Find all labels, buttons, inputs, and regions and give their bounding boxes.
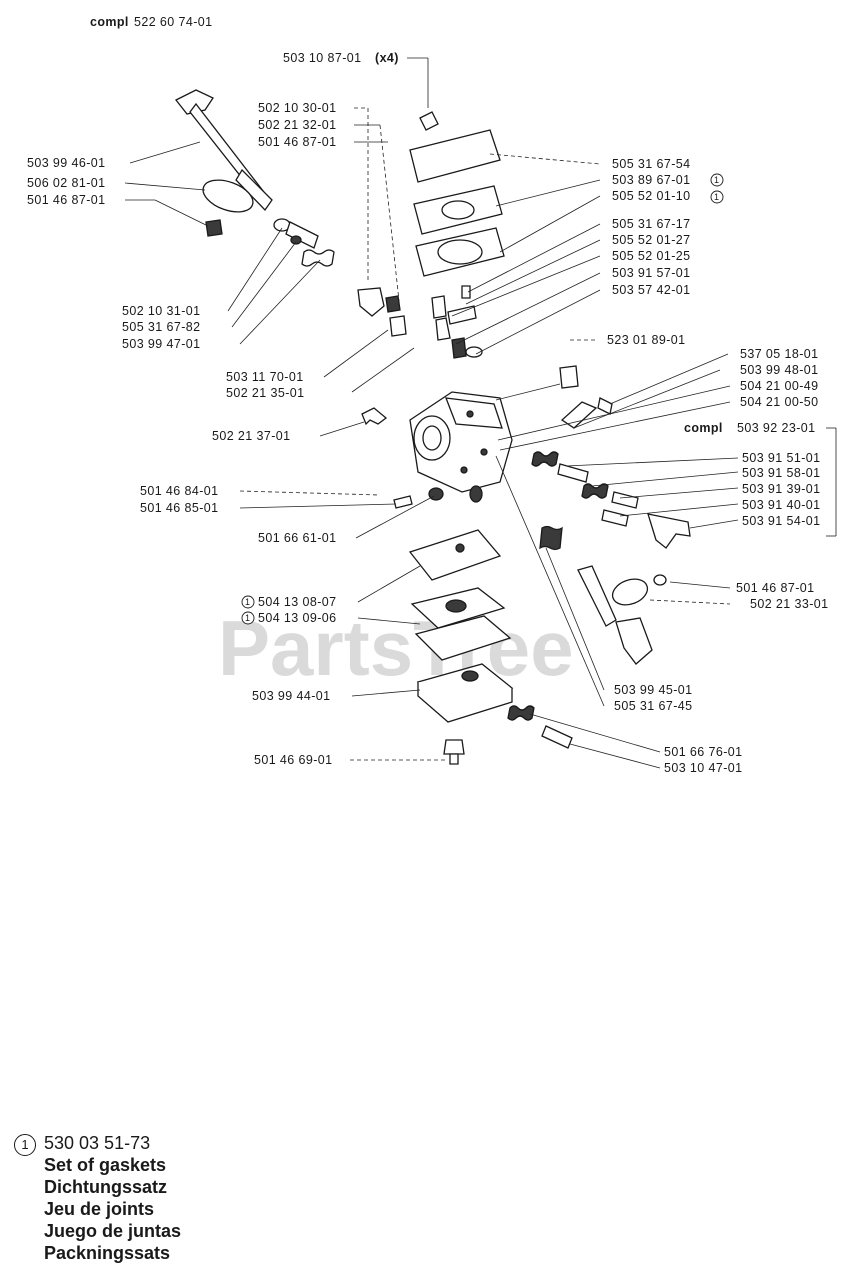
callout-503-57-42-01: 503 57 42-01 — [612, 283, 690, 297]
legend-line-en: Set of gaskets — [44, 1155, 167, 1175]
callout-501-46-87-01-a: 501 46 87-01 — [258, 135, 336, 149]
legend-part-number: 530 03 51-73 — [44, 1133, 151, 1153]
small-screw-left — [205, 219, 223, 237]
callout-qty-x4: (x4) — [375, 51, 399, 65]
pump-cover-stack — [409, 111, 505, 277]
leader-lines — [124, 57, 837, 769]
callout-compl-label: compl — [684, 421, 723, 435]
callout-503-92-23-01: 503 92 23-01 — [737, 421, 815, 435]
callout-503-89-67-01: 503 89 67-01 — [612, 173, 690, 187]
callout-503-99-44-01: 503 99 44-01 — [252, 689, 330, 703]
callout-503-10-87-01: 503 10 87-01 — [283, 51, 361, 65]
adjustment-screws — [531, 451, 691, 549]
gasket-set-mark-3: 1 — [241, 595, 255, 609]
callout-503-91-39-01: 503 91 39-01 — [742, 482, 820, 496]
callout-505-52-01-27: 505 52 01-27 — [612, 233, 690, 247]
callout-502-10-30-01: 502 10 30-01 — [258, 101, 336, 115]
legend-line-es: Juego de juntas — [44, 1221, 182, 1241]
assembly-compl-label: compl — [90, 15, 129, 29]
callout-503-99-45-01: 503 99 45-01 — [614, 683, 692, 697]
callout-505-31-67-45: 505 31 67-45 — [614, 699, 692, 713]
choke-shaft-and-valve — [539, 525, 667, 665]
callout-505-31-67-17: 505 31 67-17 — [612, 217, 690, 231]
callout-502-21-33-01: 502 21 33-01 — [750, 597, 828, 611]
callout-504-21-00-50: 504 21 00-50 — [740, 395, 818, 409]
fuel-nipple — [559, 365, 579, 389]
callout-503-91-58-01: 503 91 58-01 — [742, 466, 820, 480]
bearing-and-spring-left — [273, 218, 335, 267]
elbow-pin — [361, 407, 388, 426]
legend-line-fr: Jeu de joints — [44, 1199, 155, 1219]
callout-501-46-85-01: 501 46 85-01 — [140, 501, 218, 515]
metering-diaphragm — [408, 529, 502, 581]
gasket-set-mark-2: 1 — [710, 190, 724, 204]
assembly-number: 522 60 74-01 — [134, 15, 212, 29]
legend-line-sv: Packningssats — [44, 1243, 171, 1263]
callout-505-31-67-54: 505 31 67-54 — [612, 157, 690, 171]
callout-503-91-57-01: 503 91 57-01 — [612, 266, 690, 280]
lever-arm-center — [357, 287, 407, 337]
callout-537-05-18-01: 537 05 18-01 — [740, 347, 818, 361]
callout-501-66-76-01: 501 66 76-01 — [664, 745, 742, 759]
throttle-shaft — [174, 89, 273, 212]
callout-502-21-32-01: 502 21 32-01 — [258, 118, 336, 132]
callout-503-99-48-01: 503 99 48-01 — [740, 363, 818, 377]
callout-506-02-81-01: 506 02 81-01 — [27, 176, 105, 190]
gasket-set-mark-1: 1 — [710, 173, 724, 187]
callout-501-46-87-01-b: 501 46 87-01 — [27, 193, 105, 207]
callout-502-21-37-01: 502 21 37-01 — [212, 429, 290, 443]
callout-504-13-08-07: 504 13 08-07 — [258, 595, 336, 609]
callout-504-21-00-49: 504 21 00-49 — [740, 379, 818, 393]
callout-503-10-47-01: 503 10 47-01 — [664, 761, 742, 775]
callout-labels: 503 10 87-01 (x4) 502 10 30-01 502 21 32… — [27, 51, 828, 775]
cover-screw — [443, 739, 465, 765]
inlet-needle-and-spring — [507, 705, 573, 749]
callout-523-01-89-01: 523 01 89-01 — [607, 333, 685, 347]
needle-valve-parts — [431, 285, 483, 359]
gasket-set-mark-4: 1 — [241, 611, 255, 625]
callout-505-52-01-10: 505 52 01-10 — [612, 189, 690, 203]
svg-text:1: 1 — [714, 175, 719, 185]
callout-505-52-01-25: 505 52 01-25 — [612, 249, 690, 263]
carburetor-body — [409, 391, 513, 493]
callout-501-46-84-01: 501 46 84-01 — [140, 484, 218, 498]
legend-mark-icon: 1 — [14, 1134, 36, 1156]
svg-text:1: 1 — [245, 613, 250, 623]
callout-503-99-46-01: 503 99 46-01 — [27, 156, 105, 170]
callout-502-21-35-01: 502 21 35-01 — [226, 386, 304, 400]
metering-cover — [416, 663, 514, 723]
svg-text:1: 1 — [245, 597, 250, 607]
callout-503-99-47-01: 503 99 47-01 — [122, 337, 200, 351]
callout-503-91-40-01: 503 91 40-01 — [742, 498, 820, 512]
svg-text:1: 1 — [714, 192, 719, 202]
callout-502-10-31-01: 502 10 31-01 — [122, 304, 200, 318]
partstree-watermark: PartsTree — [218, 604, 574, 692]
gasket-pair — [410, 587, 512, 661]
callout-503-91-51-01: 503 91 51-01 — [742, 451, 820, 465]
small-parts-lower-left — [393, 485, 483, 509]
legend-line-de: Dichtungssatz — [44, 1177, 168, 1197]
callout-501-46-69-01: 501 46 69-01 — [254, 753, 332, 767]
throttle-plate — [202, 179, 254, 213]
callout-504-13-09-06: 504 13 09-06 — [258, 611, 336, 625]
callout-503-11-70-01: 503 11 70-01 — [226, 370, 304, 384]
callout-501-66-61-01: 501 66 61-01 — [258, 531, 336, 545]
callout-503-91-54-01: 503 91 54-01 — [742, 514, 820, 528]
gasket-set-legend: 1 530 03 51-73 Set of gaskets Dichtungss… — [14, 1132, 181, 1264]
callout-505-31-67-82: 505 31 67-82 — [122, 320, 200, 334]
callout-501-46-87-01-c: 501 46 87-01 — [736, 581, 814, 595]
